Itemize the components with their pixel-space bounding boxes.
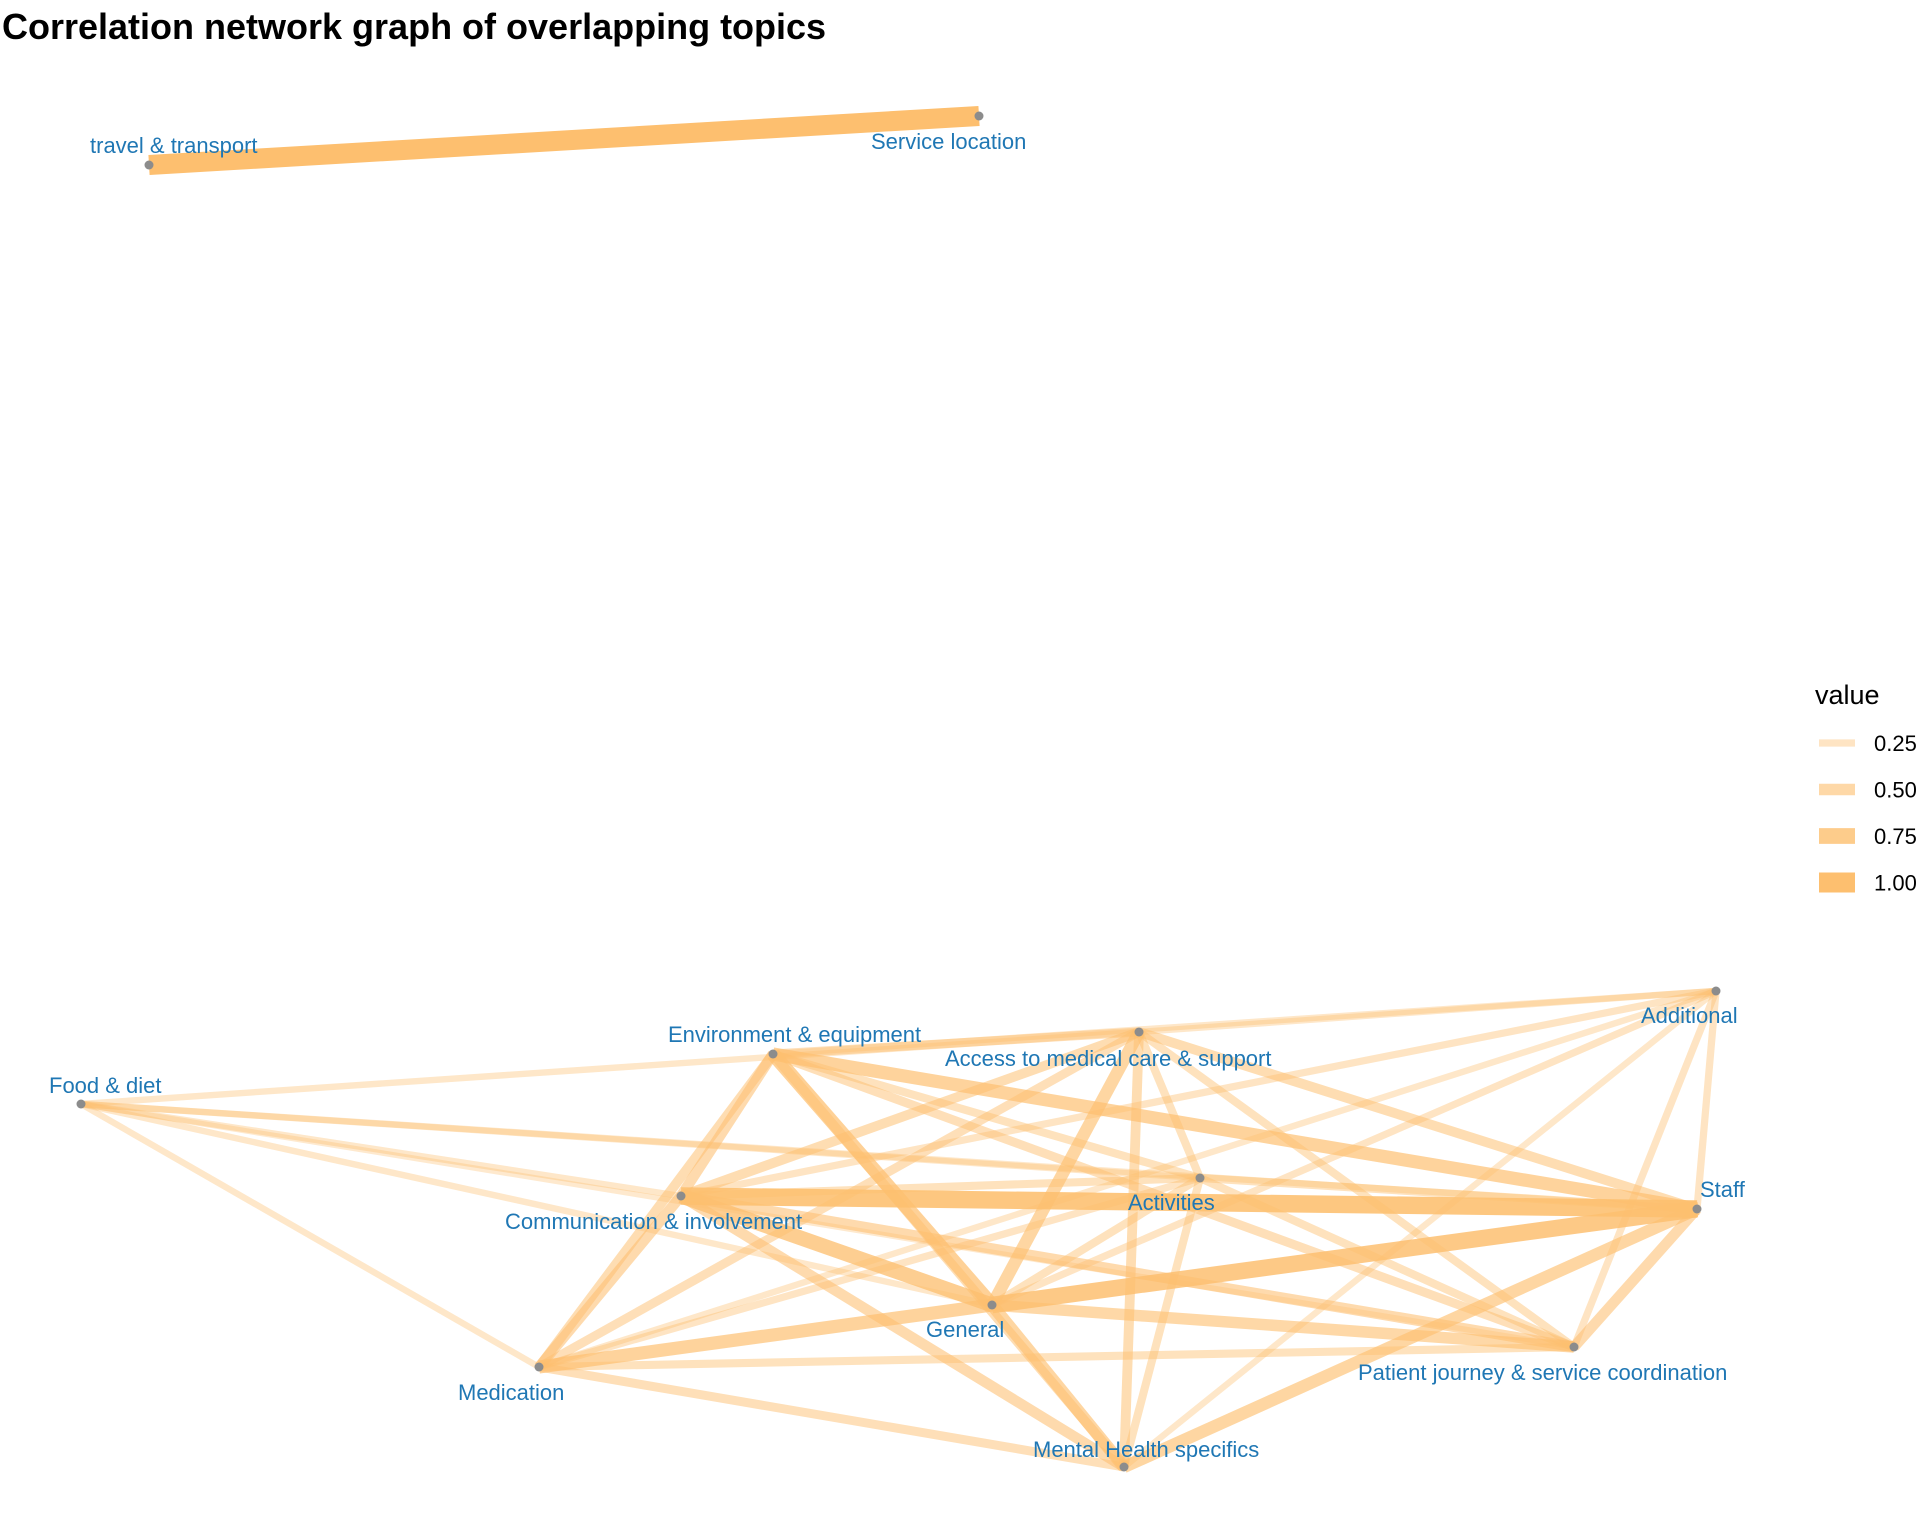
- node-travel: [144, 160, 154, 170]
- edge-communication-patient_journey: [680, 1190, 1575, 1353]
- edge-communication-mental_health: [678, 1191, 1127, 1472]
- legend-swatch-0: [1819, 739, 1855, 747]
- edge-general-mental_health: [987, 1301, 1129, 1471]
- node-label-general: General: [926, 1317, 1004, 1342]
- edge-food-medication: [79, 1101, 541, 1370]
- chart-title: Correlation network graph of overlapping…: [2, 6, 827, 47]
- node-label-service_location: Service location: [871, 129, 1026, 154]
- node-label-food: Food & diet: [49, 1073, 162, 1098]
- edge-access-staff: [1137, 1027, 1699, 1214]
- node-medication: [534, 1362, 544, 1372]
- legend: value 0.25 0.50 0.75 1.00: [1815, 680, 1917, 896]
- node-label-patient_journey: Patient journey & service coordination: [1358, 1360, 1727, 1385]
- edge-additional-communication: [680, 987, 1717, 1200]
- edge-additional-access: [1138, 987, 1717, 1036]
- node-label-activities: Activities: [1128, 1190, 1215, 1215]
- edge-environment-general: [767, 1049, 998, 1310]
- edge-general-staff: [990, 1200, 1699, 1314]
- node-additional: [1711, 986, 1721, 996]
- node-environment: [768, 1049, 778, 1059]
- edge-additional-medication: [538, 987, 1717, 1371]
- node-communication: [676, 1191, 686, 1201]
- node-general: [987, 1300, 997, 1310]
- node-label-additional: Additional: [1641, 1003, 1738, 1028]
- edge-activities-environment: [771, 1050, 1202, 1182]
- edge-access-environment: [772, 1027, 1140, 1059]
- edge-general-patient_journey: [991, 1299, 1575, 1353]
- edge-food-communication: [80, 1100, 682, 1200]
- edge-food-staff: [80, 1100, 1698, 1213]
- node-service_location: [974, 111, 984, 121]
- edge-additional-staff: [1693, 990, 1720, 1210]
- edge-food-activities: [80, 1100, 1201, 1182]
- edges-layer: [79, 106, 1720, 1473]
- edge-medication-mental_health: [538, 1362, 1125, 1472]
- legend-label-3: 1.00: [1874, 871, 1917, 896]
- node-activities: [1195, 1173, 1205, 1183]
- legend-title: value: [1815, 680, 1880, 710]
- legend-swatch-2: [1819, 828, 1855, 844]
- edge-access-communication: [679, 1027, 1141, 1201]
- node-label-mental_health: Mental Health specifics: [1033, 1437, 1259, 1462]
- edge-access-general: [986, 1029, 1145, 1308]
- node-label-staff: Staff: [1700, 1177, 1746, 1202]
- legend-swatch-3: [1819, 872, 1855, 893]
- legend-label-0: 0.25: [1874, 731, 1917, 756]
- node-patient_journey: [1569, 1342, 1579, 1352]
- edge-activities-access: [1135, 1030, 1204, 1180]
- edge-medication-patient_journey: [538, 1342, 1575, 1372]
- edge-medication-communication: [534, 1192, 686, 1371]
- legend-label-1: 0.50: [1874, 778, 1917, 803]
- legend-swatch-1: [1819, 783, 1855, 796]
- node-label-access: Access to medical care & support: [945, 1046, 1271, 1071]
- edge-communication-general: [678, 1188, 995, 1313]
- node-staff: [1692, 1204, 1702, 1214]
- node-label-communication: Communication & involvement: [505, 1209, 802, 1234]
- node-label-environment: Environment & equipment: [668, 1022, 921, 1047]
- edge-additional-patient_journey: [1570, 989, 1720, 1349]
- edge-communication-staff: [680, 1187, 1698, 1218]
- edge-food-general: [80, 1100, 993, 1309]
- edge-additional-environment: [772, 987, 1717, 1058]
- legend-entries: 0.25 0.50 0.75 1.00: [1819, 731, 1917, 896]
- node-label-medication: Medication: [458, 1380, 564, 1405]
- edge-environment-staff: [771, 1047, 1699, 1216]
- edge-travel-service_location: [148, 106, 980, 175]
- edge-medication-general: [538, 1298, 993, 1374]
- edge-food-access: [80, 1028, 1140, 1108]
- node-food: [76, 1099, 86, 1109]
- node-label-travel: travel & transport: [90, 133, 258, 158]
- legend-label-2: 0.75: [1874, 824, 1917, 849]
- edge-access-mental_health: [1119, 1031, 1144, 1468]
- edge-additional-mental_health: [1121, 988, 1719, 1470]
- edge-staff-mental_health: [1121, 1203, 1700, 1473]
- edge-environment-communication: [676, 1051, 778, 1199]
- node-access: [1134, 1027, 1144, 1037]
- node-mental_health: [1119, 1462, 1129, 1472]
- nodes-layer: [76, 111, 1721, 1472]
- edge-staff-patient_journey: [1570, 1205, 1701, 1351]
